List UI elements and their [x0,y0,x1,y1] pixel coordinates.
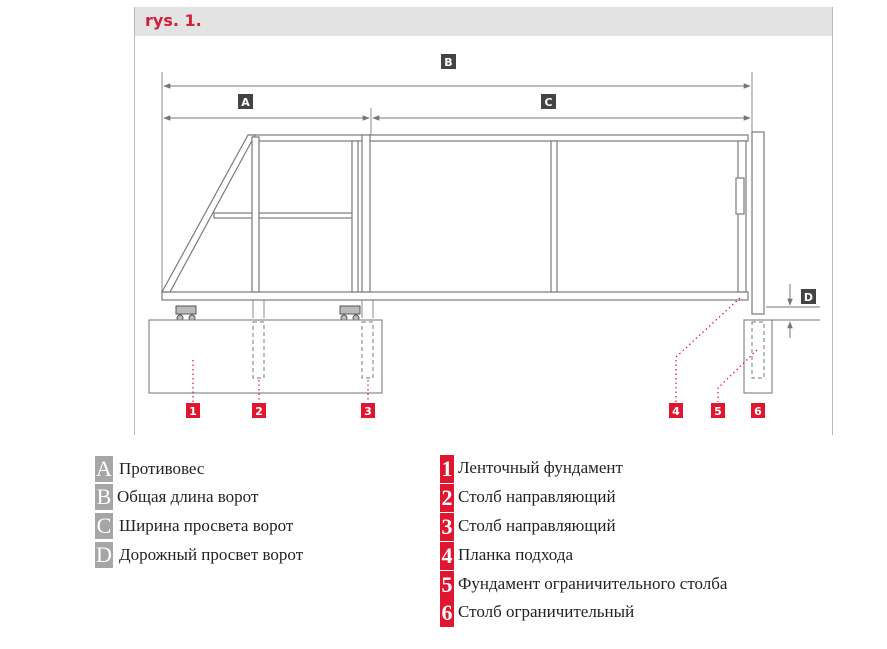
callout-5: 5 [714,405,722,418]
figure-title: rys. 1. [145,11,202,30]
vertical-post-3 [361,134,371,293]
roller-carriage-2 [339,305,361,315]
vertical-post-5 [737,140,747,293]
dimension-label-a: A [241,96,250,109]
legend-letters: A Противовес B Общая длина ворот C Ширин… [95,456,395,576]
legend-key-b: B [95,484,113,510]
legend-text-2: Столб направляющий [458,487,616,506]
strip-foundation [148,319,383,394]
legend-text-3: Столб направляющий [458,516,616,535]
callout-3: 3 [364,405,372,418]
callouts: 1 2 3 4 5 6 [186,403,765,418]
vertical-post-4 [550,140,558,293]
legend-key-1: 1 [440,455,454,483]
legend-key-d: D [95,542,113,568]
legend-text-b: Общая длина ворот [117,487,259,506]
legend-key-5: 5 [440,571,454,599]
leader-4 [675,297,741,402]
vertical-post-1 [251,136,260,293]
dimension-label-c: C [544,96,552,109]
legend-key-c: C [95,513,113,539]
legend-key-2: 2 [440,484,454,512]
gate-drawing: B A C D 1 2 3 4 5 6 [148,54,820,418]
callout-2: 2 [255,405,263,418]
upper-catcher [735,177,745,215]
legend-text-d: Дорожный просвет ворот [119,545,304,564]
legend-key-6: 6 [440,599,454,627]
legend-numbers: 1 Ленточный фундамент 2 Столб направляющ… [440,455,780,630]
legend-text-4: Планка подхода [458,545,574,564]
limiting-post [751,131,765,315]
limiting-post-foundation [743,319,773,394]
legend-text-a: Противовес [119,459,205,478]
dimension-label-b: B [444,56,452,69]
legend-key-a: A [95,456,113,482]
counterweight-diagonal [160,134,257,293]
roller-carriage-1 [175,305,197,315]
callout-1: 1 [189,405,197,418]
legend-text-c: Ширина просвета ворот [119,516,294,535]
bottom-rail [161,291,749,301]
leader-5 [717,349,758,402]
dimension-labels: B A C D [238,54,816,304]
legend-text-5: Фундамент ограничительного столба [458,574,728,593]
vertical-post-2 [351,140,359,293]
counterweight-mid-rail [213,212,358,219]
legend-text-1: Ленточный фундамент [458,458,623,477]
legend-key-4: 4 [440,542,454,570]
callout-6: 6 [754,405,762,418]
figure-header: rys. 1. [135,7,832,36]
top-rail [249,134,749,142]
legend-text-6: Столб ограничительный [458,602,635,621]
legend-key-3: 3 [440,513,454,541]
callout-4: 4 [672,405,680,418]
dimension-label-d: D [804,291,813,304]
